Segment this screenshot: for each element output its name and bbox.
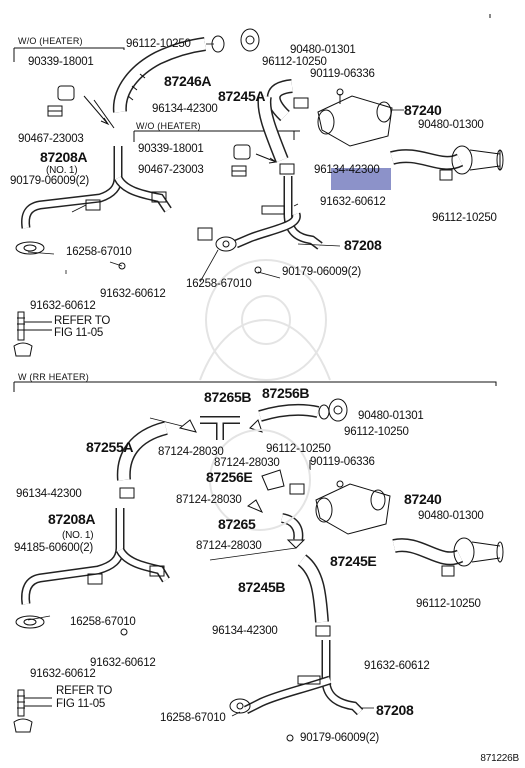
part-label[interactable]: 90467-23003 [18, 133, 84, 145]
part-label[interactable]: 87208A [40, 149, 88, 165]
highlighted-part-marker [331, 168, 391, 190]
part-label[interactable]: 96112-10250 [262, 56, 327, 68]
part-label[interactable]: 87124-28030 [214, 457, 280, 469]
part-label[interactable]: 90179-06009(2) [10, 175, 90, 187]
part-label[interactable]: 16258-67010 [186, 278, 252, 290]
part-label[interactable]: 91632-60612 [30, 668, 96, 680]
part-label[interactable]: 87245E [330, 553, 377, 569]
part-label[interactable]: 87124-28030 [176, 494, 242, 506]
part-label[interactable]: 16258-67010 [66, 246, 132, 258]
part-label[interactable]: 90119-06336 [310, 68, 375, 80]
part-label[interactable]: 87208 [344, 237, 382, 253]
part-label[interactable]: 96134-42300 [152, 103, 218, 115]
part-label[interactable]: 16258-67010 [160, 712, 226, 724]
part-label[interactable]: 87124-28030 [158, 446, 224, 458]
part-label[interactable]: 96134-42300 [212, 625, 278, 637]
part-label[interactable]: 91632-60612 [364, 660, 430, 672]
part-label[interactable]: 87240 [404, 491, 442, 507]
part-label[interactable]: 87245A [218, 88, 266, 104]
part-label[interactable]: 90179-06009(2) [300, 732, 380, 744]
part-label[interactable]: 87255A [86, 439, 134, 455]
part-label[interactable]: 90179-06009(2) [282, 266, 362, 278]
part-label[interactable]: 94185-60600(2) [14, 542, 94, 554]
part-label[interactable]: 90339-18001 [28, 56, 94, 68]
part-label[interactable]: (NO. 1) [46, 165, 78, 176]
part-label[interactable]: 96134-42300 [314, 164, 380, 176]
part-label[interactable]: 87256E [206, 469, 253, 485]
part-label[interactable]: 16258-67010 [70, 616, 136, 628]
reference-note: REFER TO [56, 685, 113, 697]
part-label[interactable]: 96134-42300 [16, 488, 82, 500]
part-label[interactable]: 90119-06336 [310, 456, 375, 468]
part-label[interactable]: 96112-10250 [344, 426, 409, 438]
section-header-top: W/O (HEATER) [18, 36, 83, 46]
part-label[interactable]: 90339-18001 [138, 143, 204, 155]
part-label[interactable]: 87265B [204, 389, 252, 405]
part-label[interactable]: 87208 [376, 702, 414, 718]
part-label[interactable]: (NO. 1) [62, 530, 94, 541]
part-label[interactable]: 96112-10250 [432, 212, 497, 224]
part-label[interactable]: 87246A [164, 73, 212, 89]
part-label[interactable]: 87265 [218, 516, 256, 532]
part-label[interactable]: 90467-23003 [138, 164, 204, 176]
part-label[interactable]: 96112-10250 [126, 38, 191, 50]
part-label[interactable]: 87208A [48, 511, 96, 527]
part-label[interactable]: 87124-28030 [196, 540, 262, 552]
part-label[interactable]: 90480-01300 [418, 119, 484, 131]
reference-note: FIG 11-05 [54, 327, 104, 339]
reference-note: FIG 11-05 [56, 698, 106, 710]
part-label[interactable]: 91632-60612 [100, 288, 166, 300]
part-label[interactable]: 90480-01301 [358, 410, 424, 422]
section-header-bottom: W (RR HEATER) [18, 372, 89, 382]
part-label[interactable]: 96112-10250 [416, 598, 481, 610]
part-label[interactable]: 87256B [262, 385, 310, 401]
part-label[interactable]: 96112-10250 [266, 443, 331, 455]
part-label[interactable]: 91632-60612 [90, 657, 156, 669]
part-label[interactable]: 87245B [238, 579, 286, 595]
section-header-inner: W/O (HEATER) [136, 121, 201, 131]
reference-note: REFER TO [54, 315, 111, 327]
part-label[interactable]: 87240 [404, 102, 442, 118]
part-label[interactable]: 90480-01300 [418, 510, 484, 522]
part-label[interactable]: 91632-60612 [30, 300, 96, 312]
part-label[interactable]: 91632-60612 [320, 196, 386, 208]
figure-number: 871226B [480, 753, 519, 764]
part-label[interactable]: 90480-01301 [290, 44, 356, 56]
